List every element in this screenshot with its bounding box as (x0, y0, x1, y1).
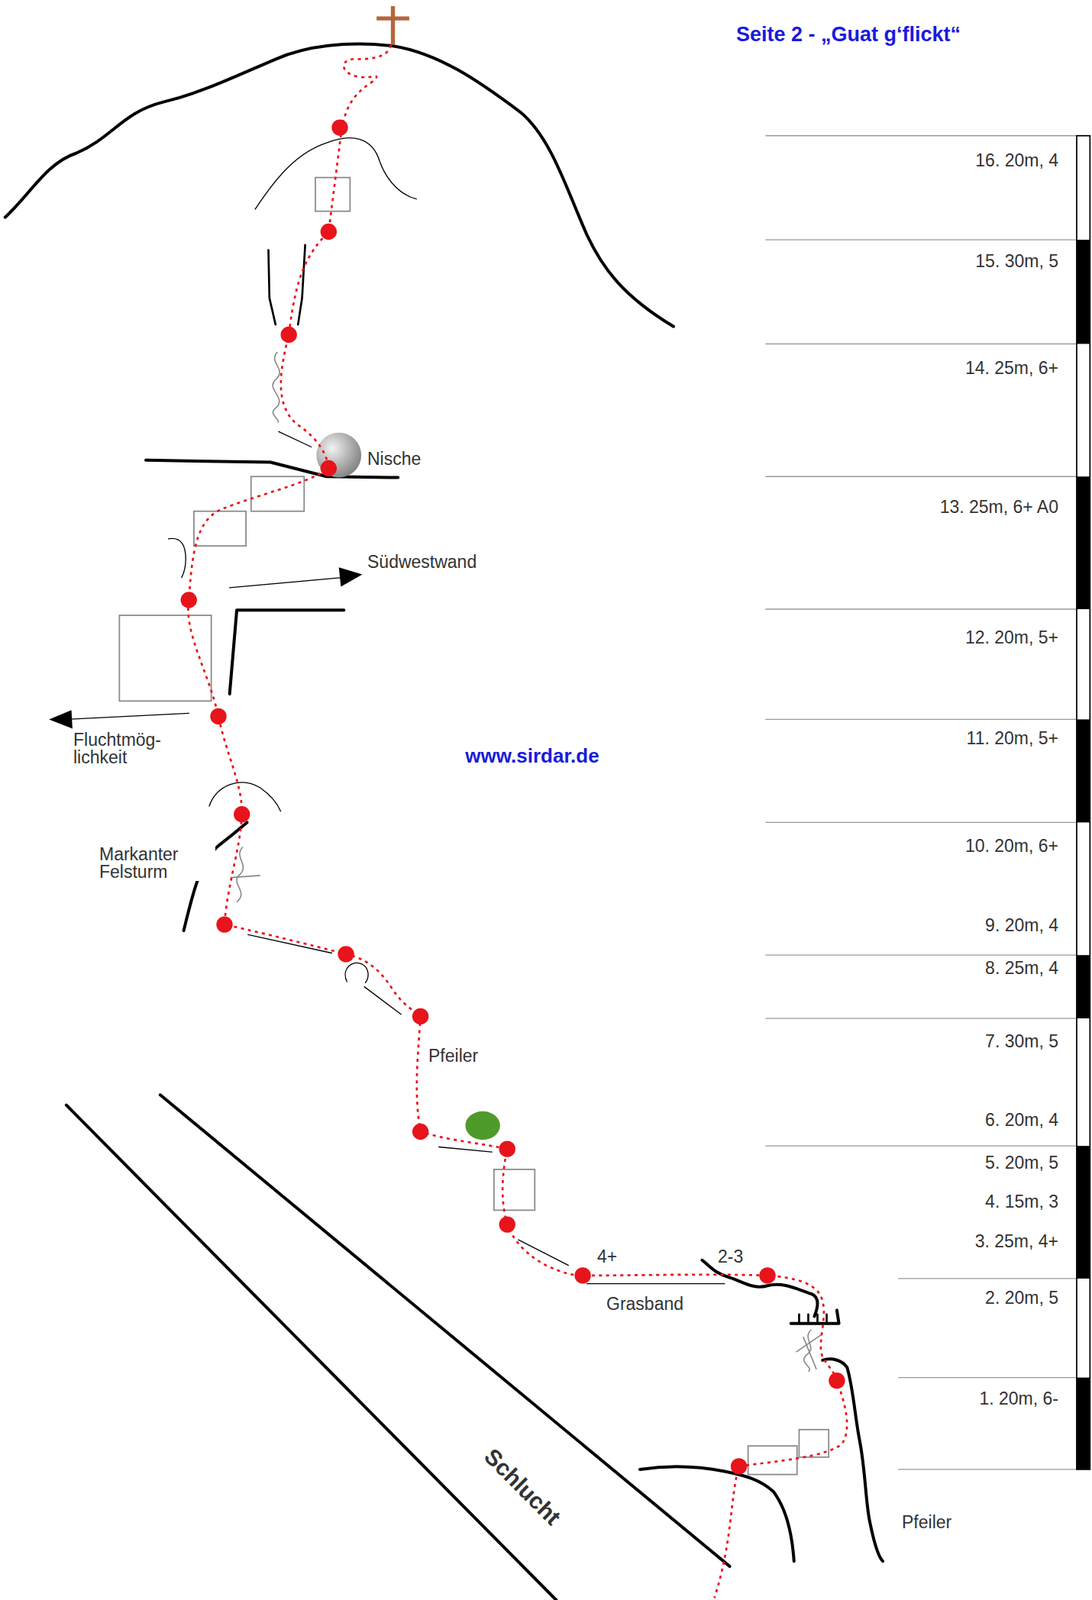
overhang (791, 1310, 840, 1324)
pitch-label: 16. 20m, 4 (973, 150, 1060, 171)
place-label: Fluchtmög- lichkeit (71, 731, 190, 767)
belay-dot (499, 1140, 516, 1157)
ledge-line (439, 1146, 492, 1153)
pitch-divider (765, 135, 1077, 1470)
belay-dot (412, 1124, 429, 1141)
pitch-label: 7. 30m, 5 (983, 1031, 1060, 1052)
grade-label: 2-3 (716, 1247, 745, 1267)
place-label: Pfeiler (900, 1512, 954, 1533)
scale-segment (1076, 955, 1090, 1019)
belay-dot (180, 591, 198, 608)
pitch-label: 6. 20m, 4 (983, 1110, 1060, 1131)
scale-segment (1076, 719, 1090, 823)
crack-line (297, 245, 305, 325)
belay-dot (233, 806, 250, 823)
belay-dot (281, 326, 298, 343)
crack-line (268, 250, 275, 326)
belay-dot (759, 1267, 776, 1284)
terrain-label: Schlucht (478, 1443, 568, 1533)
crux-squiggle (230, 846, 261, 902)
pitch-label: 5. 20m, 5 (983, 1153, 1060, 1173)
pitch-label: 15. 30m, 5 (973, 251, 1060, 272)
block-marker (494, 1169, 535, 1211)
summit-cross (376, 6, 410, 46)
pitch-label: 2. 20m, 5 (983, 1288, 1060, 1309)
belay-dot (331, 119, 348, 136)
pitch-label: 13. 25m, 6+ A0 (938, 497, 1060, 517)
page-title: Seite 2 - „Guat g‘flickt“ (734, 22, 963, 47)
arrow-line (66, 713, 189, 720)
pitch-label: 12. 20m, 5+ (963, 627, 1060, 648)
arrow-line (229, 578, 343, 588)
belay-dot (574, 1267, 591, 1284)
route-line (187, 45, 847, 1600)
grade-label: 4+ (595, 1247, 619, 1267)
ground-line (639, 1466, 795, 1562)
place-label: Grasband (604, 1294, 685, 1315)
block-marker (251, 476, 304, 511)
pitch-label: 14. 25m, 6+ (963, 358, 1060, 378)
gorge-line (160, 1095, 731, 1567)
rock-outline (255, 138, 417, 210)
belay-dot (337, 946, 354, 963)
belay-dot (730, 1458, 747, 1475)
belay-dot (320, 460, 337, 477)
pitch-label: 4. 15m, 3 (983, 1192, 1060, 1212)
place-label: Nische (365, 449, 423, 469)
pitch-label: 9. 20m, 4 (983, 915, 1060, 936)
rock-outline (345, 962, 369, 983)
pitch-label: 1. 20m, 6- (977, 1389, 1060, 1409)
scale-segment (1076, 239, 1090, 344)
belay-dot (210, 708, 227, 725)
rock-outline (168, 538, 187, 578)
ledge-line (364, 987, 401, 1015)
tree-symbol (465, 1111, 500, 1141)
place-label: Pfeiler (426, 1046, 480, 1067)
watermark: www.sirdar.de (463, 745, 601, 769)
pitch-label: 8. 25m, 4 (983, 958, 1060, 979)
ledge-line (145, 460, 398, 479)
arrow-head (48, 710, 73, 729)
mountain-outline (5, 44, 674, 327)
rock-outline (278, 431, 312, 447)
ledge-line (248, 934, 333, 954)
scale-segment (1076, 1146, 1090, 1280)
belay-dot (499, 1216, 516, 1233)
pitch-label: 3. 25m, 4+ (973, 1231, 1060, 1252)
scale-segment (1076, 476, 1090, 610)
crux-squiggle (795, 1330, 821, 1373)
scale-segment (1076, 1378, 1090, 1470)
grass-ledge (586, 1283, 724, 1285)
place-label: Südwestwand (365, 552, 479, 572)
arrow-head (339, 567, 363, 587)
scale-bar (1076, 135, 1090, 1470)
belay-dot (320, 223, 337, 240)
block-marker (193, 511, 246, 546)
niche-symbol (316, 432, 362, 479)
ledge-line (701, 1260, 818, 1318)
belay-dot (216, 916, 233, 933)
pitch-label: 10. 20m, 6+ (963, 836, 1060, 857)
block-marker (119, 615, 211, 702)
belay-dot (828, 1373, 845, 1390)
dihedral-line (229, 610, 345, 695)
belay-dot (412, 1008, 429, 1025)
pitch-label: 11. 20m, 5+ (965, 728, 1060, 749)
gorge-line (66, 1105, 556, 1600)
pillar-outline (822, 1359, 883, 1562)
place-label: Markanter Felsturm (97, 846, 216, 882)
overhang-hatch (798, 1314, 827, 1325)
crux-squiggle (272, 352, 280, 423)
